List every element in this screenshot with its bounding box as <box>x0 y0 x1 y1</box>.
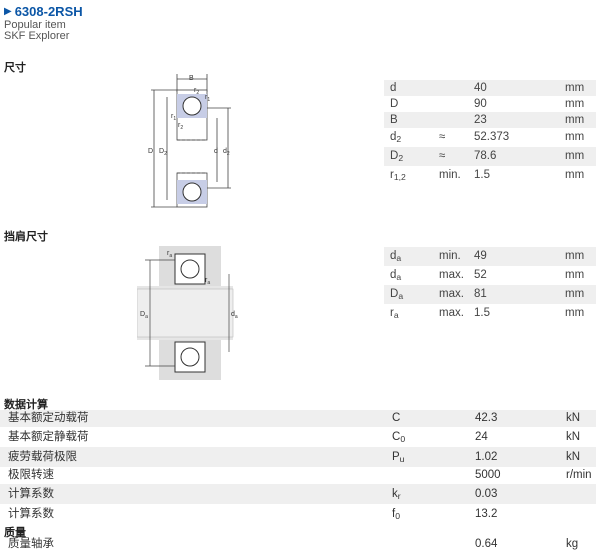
dim-r1-label: r <box>171 113 174 120</box>
calc-row-limiting-speed: 极限转速 5000 r/min <box>8 469 592 481</box>
popular-item-label: Popular item <box>4 19 66 31</box>
svg-text:d2: d2 <box>223 148 230 157</box>
dimension-row-d2: d2 ≈ 52.373 mm <box>390 131 585 144</box>
product-designation[interactable]: 6308-2RSH <box>14 4 83 19</box>
bearing-section-drawing: B r2 r1 r1 r2 D D2 d d2 <box>148 74 231 208</box>
section-calculation: 数据计算 <box>4 399 48 411</box>
dim-Da-label: D <box>140 311 145 318</box>
dim-D-label: D <box>148 148 153 155</box>
svg-text:r2: r2 <box>178 122 183 131</box>
svg-text:r1: r1 <box>205 94 210 103</box>
dim-r2-label: r <box>194 87 197 94</box>
svg-text:r2: r2 <box>194 87 199 96</box>
dim-ra-top-label: r <box>167 250 170 257</box>
dim-d2-label: d <box>223 148 227 155</box>
dimension-row-D: D 90 mm <box>390 98 585 110</box>
calc-row-dynamic-load: 基本额定动载荷 C 42.3 kN <box>0 410 596 427</box>
product-header: ▶ 6308-2RSH Popular item SKF Explorer <box>4 3 83 42</box>
explorer-label: SKF Explorer <box>4 30 70 42</box>
product-title[interactable]: ▶ 6308-2RSH <box>4 3 83 20</box>
dim-da-label: d <box>231 311 235 318</box>
dim-B-label: B <box>189 75 194 82</box>
svg-text:Da: Da <box>140 311 148 320</box>
calc-row-fatigue-limit: 疲劳载荷极限 Pu 1.02 kN <box>0 447 596 467</box>
calculation-table: 基本额定动载荷 C 42.3 kN 基本额定静载荷 C0 24 kN 疲劳载荷极… <box>0 410 596 524</box>
abutment-table: da min. 49 mm da max. 52 mm Da max. 81 m… <box>384 247 596 323</box>
calc-row-factor-kr: 计算系数 kr 0.03 <box>0 484 596 504</box>
section-dimensions: 尺寸 <box>4 62 26 74</box>
svg-text:D2: D2 <box>159 148 167 157</box>
dim-D2-label: D <box>159 148 164 155</box>
abutment-row-Da-max: Da max. 81 mm <box>384 285 596 304</box>
svg-text:ra: ra <box>167 250 172 259</box>
dim-ra-label: r <box>205 277 208 284</box>
dimensions-table: d 40 mm D 90 mm B 23 mm d2 ≈ 52.373 mm D… <box>384 80 596 185</box>
abutment-row-da-min: da min. 49 mm <box>384 247 596 266</box>
svg-text:r1: r1 <box>171 113 176 122</box>
dimension-row-d: d 40 mm <box>384 80 596 96</box>
dim-d-label: d <box>214 148 218 155</box>
triangle-right-icon: ▶ <box>4 6 12 17</box>
section-abutment: 挡肩尺寸 <box>4 231 48 243</box>
calc-row-static-load: 基本额定静载荷 C0 24 kN <box>8 431 581 444</box>
dimension-row-D2: D2 ≈ 78.6 mm <box>384 147 596 166</box>
dim-r2-inner-label: r <box>178 122 181 129</box>
dimension-row-r12: r1,2 min. 1.5 mm <box>390 169 585 182</box>
svg-text:ra: ra <box>205 277 210 286</box>
dimension-row-B: B 23 mm <box>384 112 596 128</box>
svg-text:da: da <box>231 311 238 320</box>
abutment-row-ra-max: ra max. 1.5 mm <box>390 307 585 320</box>
abutment-drawing: ra ra Da da <box>137 246 238 380</box>
section-mass: 质量 <box>4 527 26 539</box>
dim-r1-upper-label: r <box>205 94 208 101</box>
mass-row-bearing: 质量轴承 0.64 kg <box>8 538 579 550</box>
abutment-row-da-max: da max. 52 mm <box>390 269 585 282</box>
calc-row-factor-f0: 计算系数 f0 13.2 <box>8 508 498 521</box>
mass-table: 质量轴承 0.64 kg <box>0 536 596 553</box>
